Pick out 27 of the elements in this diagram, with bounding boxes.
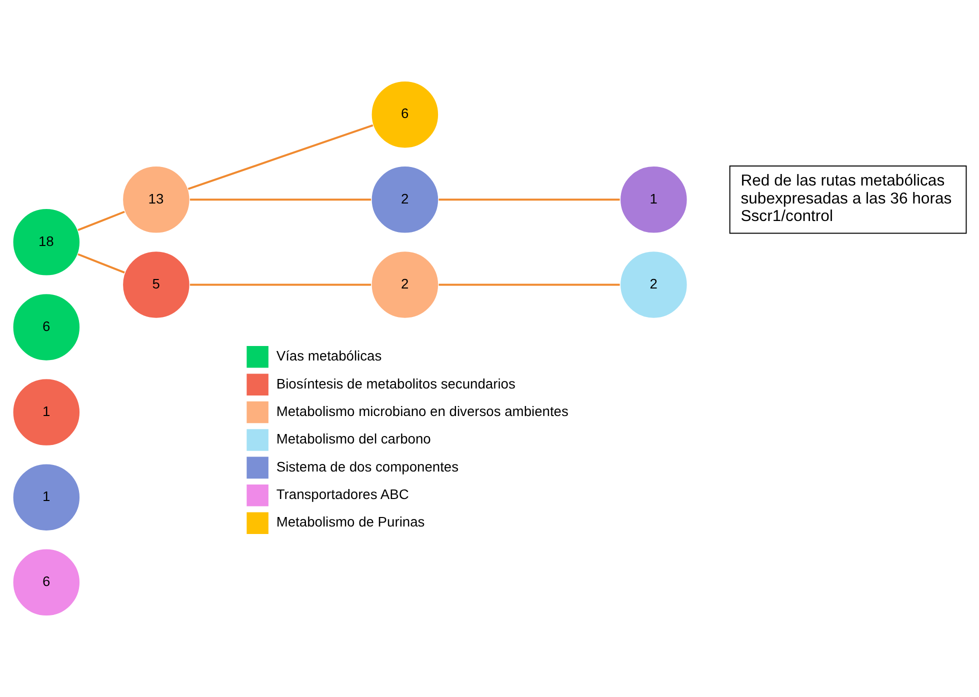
- node-circle: 6: [12, 293, 81, 362]
- node-box: Red de las rutas metabólicas subexpresadas a las 36 horas Sscr1/control: [729, 166, 967, 234]
- node-circle: 1: [12, 463, 81, 532]
- connector: [78, 253, 125, 274]
- node-circle: 2: [370, 166, 440, 234]
- connector: [190, 284, 372, 286]
- node-circle: 1: [620, 166, 688, 234]
- connector: [438, 284, 620, 286]
- legend-label: Vías metabólicas: [276, 348, 382, 364]
- node-circle: 18: [12, 208, 81, 276]
- node-circle: 13: [122, 166, 190, 234]
- connector: [190, 198, 372, 201]
- legend-label: Metabolismo de Purinas: [276, 514, 425, 530]
- legend-label: Metabolismo del carbono: [276, 430, 431, 447]
- connector: [188, 124, 374, 190]
- legend-label: Sistema de dos componentes: [276, 458, 459, 474]
- node-circle: 2: [370, 250, 440, 319]
- node-circle: 6: [12, 548, 81, 617]
- node-circle: 2: [620, 250, 688, 319]
- legend-label: Transportadores ABC: [276, 486, 409, 502]
- node-circle: 1: [12, 378, 81, 446]
- node-circle: 5: [122, 250, 190, 319]
- legend-label: Metabolismo microbiano en diversos ambientes: [276, 402, 568, 419]
- connector: [78, 210, 125, 232]
- connector: [438, 198, 620, 201]
- legend-label: Biosíntesis de metabolitos secundarios: [276, 375, 516, 392]
- node-circle: 6: [370, 80, 440, 149]
